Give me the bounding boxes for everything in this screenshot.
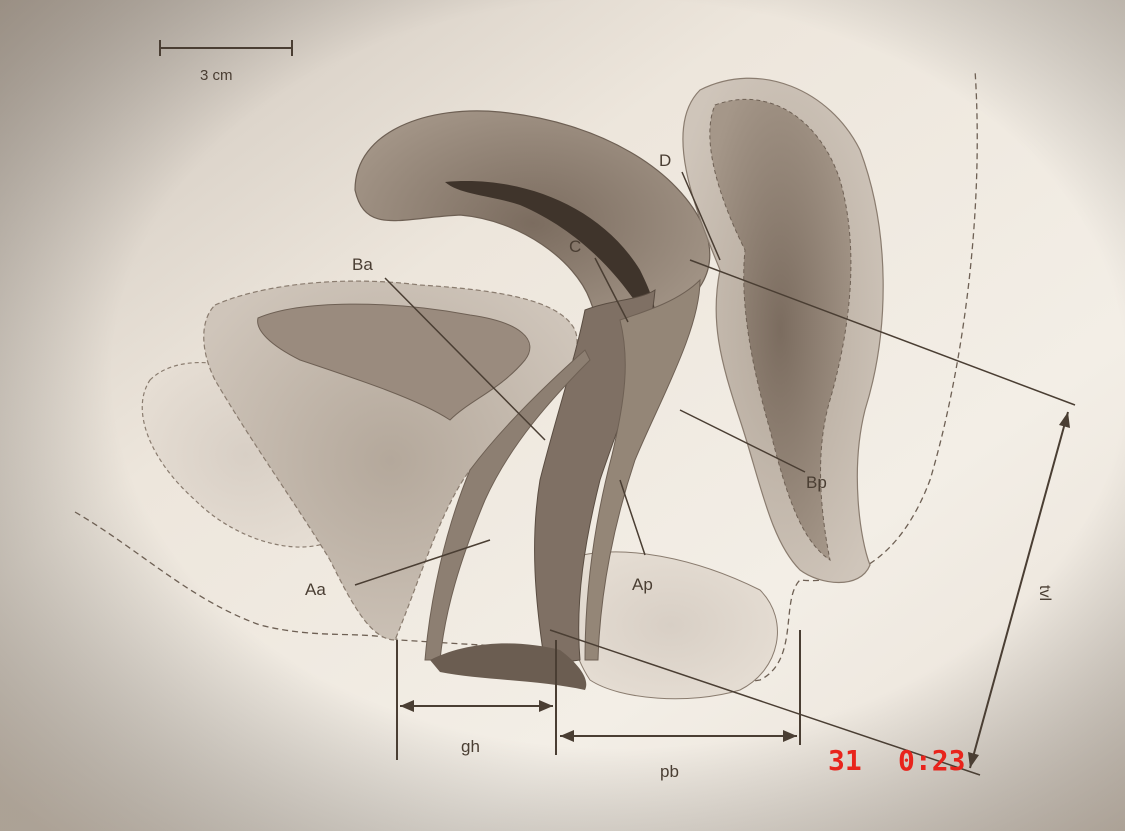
label-ba: Ba [352,255,373,274]
timestamp-day: 31 [828,744,862,777]
label-pb: pb [660,762,679,781]
label-ap: Ap [632,575,653,594]
label-tvl: tvl [1036,585,1053,601]
label-aa: Aa [305,580,326,599]
label-gh: gh [461,737,480,756]
label-c: C [569,237,581,256]
label-d: D [659,151,671,170]
label-bp: Bp [806,473,827,492]
scale-bar-label: 3 cm [200,67,233,84]
timestamp-time: 0:23 [898,744,965,777]
